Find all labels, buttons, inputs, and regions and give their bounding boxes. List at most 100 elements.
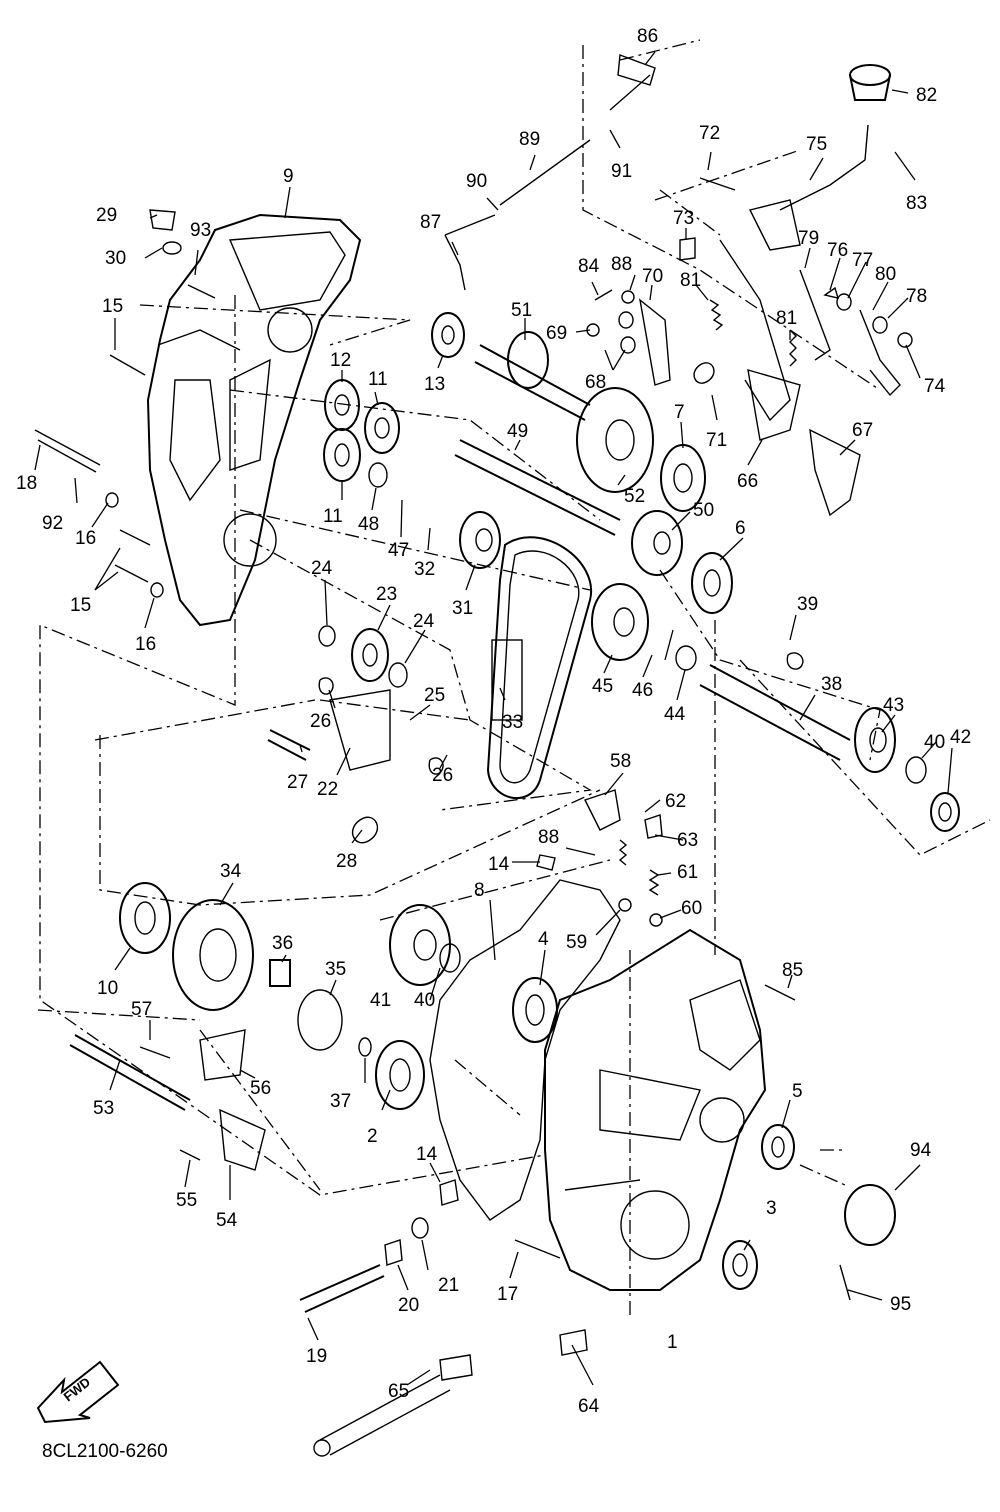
callout-15b: 15 [70,595,91,616]
callout-61: 61 [677,862,698,883]
callout-59: 59 [566,932,587,953]
callout-67: 67 [852,420,873,441]
callout-14a: 14 [488,854,510,875]
callout-73: 73 [673,208,694,229]
crankcase-right-part [544,928,767,1291]
callout-46: 46 [632,680,653,701]
callout-76: 76 [827,240,848,261]
callout-34: 34 [220,861,242,882]
callout-27: 27 [287,772,308,793]
callout-88a: 88 [611,254,632,275]
gasket-part [429,879,621,1221]
callout-74: 74 [924,376,946,397]
parts [34,54,960,1457]
callout-10: 10 [97,978,118,999]
callout-44: 44 [664,704,686,725]
callout-54: 54 [216,1210,238,1231]
callout-40b: 40 [414,990,435,1011]
callout-80: 80 [875,264,896,285]
bearings [119,312,960,1290]
springs [351,299,797,896]
callout-63: 63 [677,830,698,851]
leader-lines [34,51,953,1386]
callout-36: 36 [272,933,293,954]
callout-93: 93 [190,220,211,241]
callout-11a: 11 [368,369,388,390]
callout-19: 19 [306,1346,327,1367]
callout-95: 95 [890,1294,911,1315]
fwd-arrow: FWD [36,1360,120,1424]
callout-79: 79 [798,228,819,249]
callout-4: 4 [538,929,549,950]
callout-20: 20 [398,1295,419,1316]
callout-66: 66 [737,471,758,492]
callout-94: 94 [910,1140,932,1161]
callout-2: 2 [367,1126,378,1147]
callout-56: 56 [250,1078,271,1099]
callout-70: 70 [642,266,663,287]
washers [105,241,927,1239]
callout-78: 78 [906,286,927,307]
callout-3: 3 [766,1198,777,1219]
callout-71: 71 [706,430,727,451]
callout-31: 31 [452,598,473,619]
callout-5: 5 [792,1081,803,1102]
callout-14b: 14 [416,1144,438,1165]
callout-81b: 81 [776,308,797,329]
callout-57: 57 [131,999,152,1020]
callout-40a: 40 [924,732,945,753]
callout-23: 23 [376,584,397,605]
callout-17: 17 [497,1284,518,1305]
callout-38: 38 [821,674,842,695]
callout-24b: 24 [413,611,435,632]
callout-68: 68 [585,372,606,393]
callout-30: 30 [105,248,126,269]
callout-35: 35 [325,959,346,980]
callout-26b: 26 [432,765,453,786]
callout-24a: 24 [311,558,333,579]
callout-32: 32 [414,559,435,580]
callout-86: 86 [637,26,658,47]
bolts [34,74,796,1313]
callout-52: 52 [624,486,645,507]
callout-22: 22 [317,779,338,800]
callout-91: 91 [611,161,632,182]
callout-89: 89 [519,129,540,150]
callout-84: 84 [578,256,600,277]
callout-9: 9 [283,166,294,187]
callout-6: 6 [735,518,746,539]
callout-13: 13 [424,374,445,395]
crankcase-left-part [146,213,362,627]
callout-39: 39 [797,594,818,615]
callout-15a: 15 [102,296,123,317]
callout-87: 87 [420,212,441,233]
callout-65: 65 [388,1381,409,1402]
callout-25: 25 [424,685,445,706]
callout-16a: 16 [75,528,96,549]
callout-49: 49 [507,421,528,442]
callout-85: 85 [782,960,803,981]
callout-82: 82 [916,85,937,106]
alignment-lines [37,39,991,1320]
callout-48: 48 [358,514,379,535]
callout-1: 1 [667,1332,678,1353]
callout-64: 64 [578,1396,600,1417]
callout-72: 72 [699,123,720,144]
callout-labels: 1 2 3 4 5 6 7 8 9 10 11 11 12 13 14 14 1… [16,26,971,1417]
callout-8: 8 [474,880,485,901]
callout-42: 42 [950,727,971,748]
callout-12: 12 [330,350,351,371]
drive-belt [486,536,593,799]
callout-92: 92 [42,513,63,534]
callout-47: 47 [388,540,409,561]
fwd-label: FWD [61,1374,94,1404]
callout-29: 29 [96,205,117,226]
callout-69: 69 [546,323,567,344]
callout-77: 77 [852,250,873,271]
callout-41: 41 [370,990,391,1011]
callout-18: 18 [16,473,37,494]
callout-16b: 16 [135,634,156,655]
callout-88b: 88 [538,827,559,848]
